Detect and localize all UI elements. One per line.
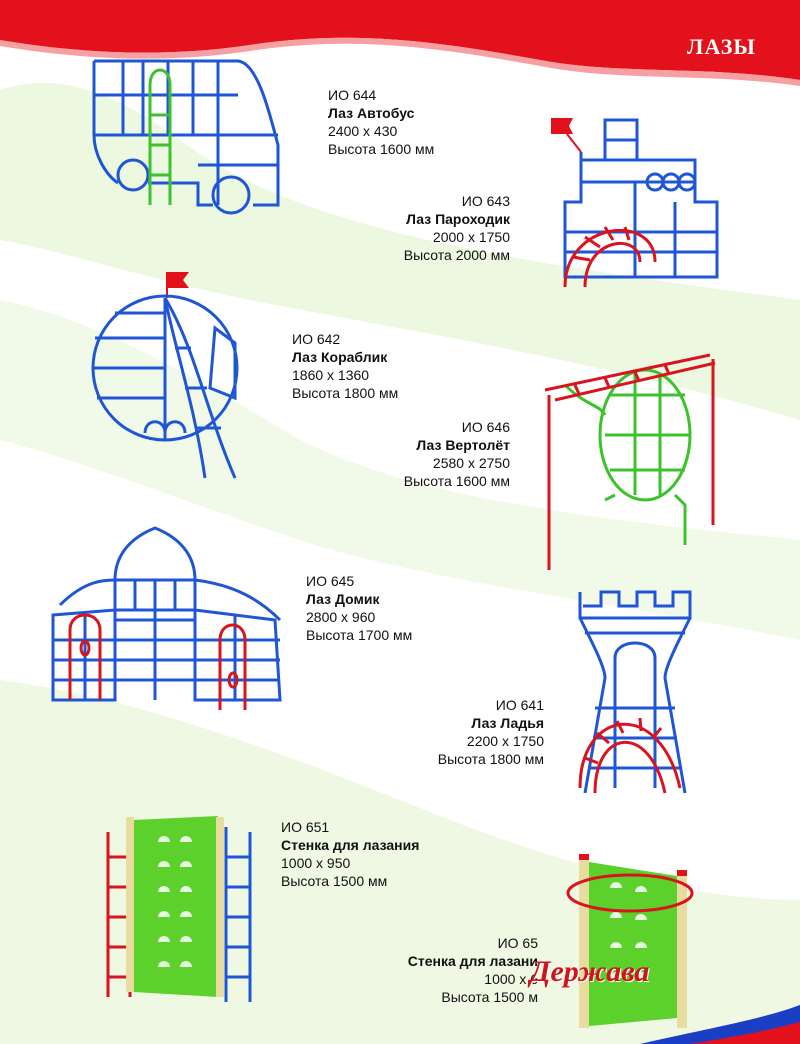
steamboat-climber-image bbox=[551, 118, 719, 288]
house-climber-image bbox=[51, 526, 282, 710]
product-label-642: ИО 642 Лаз Кораблик 1860 х 1360 Высота 1… bbox=[292, 330, 398, 402]
product-code: ИО 651 bbox=[281, 819, 330, 835]
product-name: Лаз Кораблик bbox=[292, 349, 388, 365]
product-height: Высота 1500 м bbox=[441, 989, 538, 1005]
product-name: Лаз Пароходик bbox=[406, 211, 510, 227]
product-label-641: ИО 641 Лаз Ладья 2200 х 1750 Высота 1800… bbox=[438, 696, 544, 768]
bus-climber-image bbox=[92, 59, 280, 215]
product-height: Высота 1600 мм bbox=[328, 141, 435, 157]
product-height: Высота 2000 мм bbox=[403, 247, 510, 263]
green-wave bbox=[0, 83, 800, 420]
product-code: ИО 644 bbox=[328, 87, 377, 103]
product-size: 2580 х 2750 bbox=[432, 455, 510, 471]
helicopter-climber-image bbox=[544, 353, 716, 570]
product-size: 2800 х 960 bbox=[306, 609, 376, 625]
brand-logo: Держава bbox=[530, 955, 650, 988]
product-name: Лаз Автобус bbox=[328, 105, 415, 121]
product-size: 1000 х 950 bbox=[281, 855, 351, 871]
page-title: ЛАЗЫ bbox=[687, 34, 756, 59]
product-height: Высота 1800 мм bbox=[437, 751, 544, 767]
product-label-65x: ИО 65 Стенка для лазани 1000 х 6 Высота … bbox=[408, 934, 538, 1006]
climbing-wall-651-image bbox=[106, 816, 252, 1002]
boat-climber-image bbox=[91, 272, 239, 479]
product-height: Высота 1700 мм bbox=[306, 627, 413, 643]
product-label-646: ИО 646 Лаз Вертолёт 2580 х 2750 Высота 1… bbox=[404, 418, 510, 490]
footer-wave bbox=[690, 1022, 800, 1044]
product-code: ИО 646 bbox=[461, 419, 510, 435]
product-label-643: ИО 643 Лаз Пароходик 2000 х 1750 Высота … bbox=[404, 192, 510, 264]
product-code: ИО 641 bbox=[495, 697, 544, 713]
product-label-651: ИО 651 Стенка для лазания 1000 х 950 Выс… bbox=[281, 818, 419, 890]
rook-climber-image bbox=[578, 590, 692, 794]
product-height: Высота 1500 мм bbox=[281, 873, 388, 889]
product-name: Стенка для лазания bbox=[281, 837, 420, 853]
product-code: ИО 645 bbox=[306, 573, 355, 589]
product-code: ИО 65 bbox=[497, 935, 538, 951]
product-name: Лаз Домик bbox=[306, 591, 380, 607]
product-size: 2000 х 1750 bbox=[432, 229, 510, 245]
climbing-wall-ring-image bbox=[566, 854, 694, 1028]
product-label-645: ИО 645 Лаз Домик 2800 х 960 Высота 1700 … bbox=[306, 572, 412, 644]
product-name: Лаз Ладья bbox=[471, 715, 544, 731]
product-code: ИО 642 bbox=[292, 331, 341, 347]
product-height: Высота 1600 мм bbox=[403, 473, 510, 489]
product-size: 1000 х 6 bbox=[484, 971, 538, 987]
header-wave bbox=[0, 0, 800, 80]
product-height: Высота 1800 мм bbox=[292, 385, 399, 401]
product-name: Стенка для лазани bbox=[407, 953, 538, 969]
product-name: Лаз Вертолёт bbox=[416, 437, 510, 453]
product-size: 2200 х 1750 bbox=[466, 733, 544, 749]
product-size: 2400 х 430 bbox=[328, 123, 398, 139]
product-label-644: ИО 644 Лаз Автобус 2400 х 430 Высота 160… bbox=[328, 86, 434, 158]
product-size: 1860 х 1360 bbox=[292, 367, 370, 383]
product-code: ИО 643 bbox=[461, 193, 510, 209]
